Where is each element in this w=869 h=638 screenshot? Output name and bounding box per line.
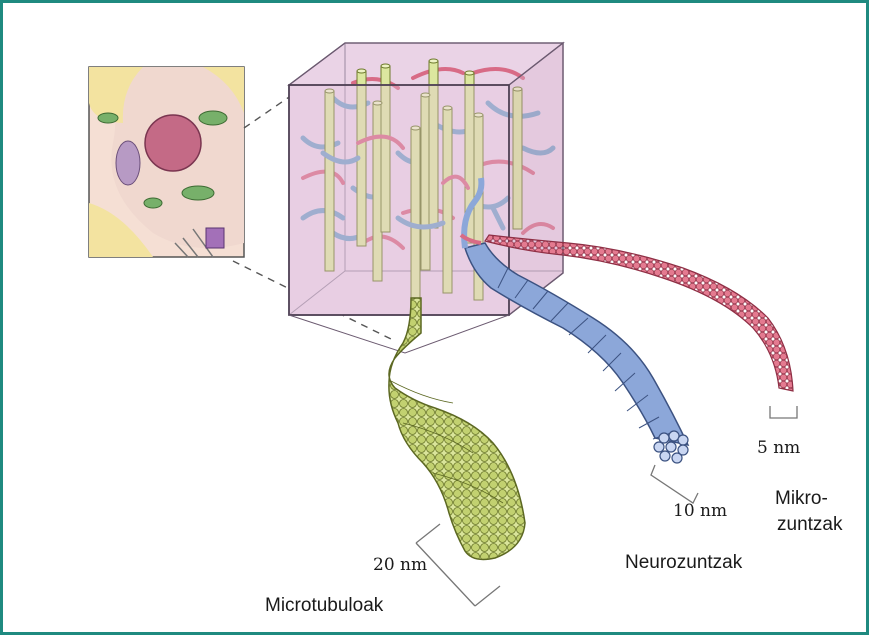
nucleus <box>145 115 201 171</box>
cytoskeleton-illustration <box>3 3 869 638</box>
neurofilaments-label: Neurozuntzak <box>625 552 742 574</box>
microfilaments-label-line1: Mikro- <box>775 488 828 510</box>
neurofilaments-size-label: 10 nm <box>673 501 727 521</box>
microtubules-label: Microtubuloak <box>265 595 383 617</box>
microtubule-bundle <box>389 298 525 559</box>
cell-inset <box>89 67 244 257</box>
microfilaments-label-line2: zuntzak <box>777 514 842 536</box>
microtubules-size-label: 20 nm <box>373 555 427 575</box>
microfilaments-size-label: 5 nm <box>757 438 800 458</box>
